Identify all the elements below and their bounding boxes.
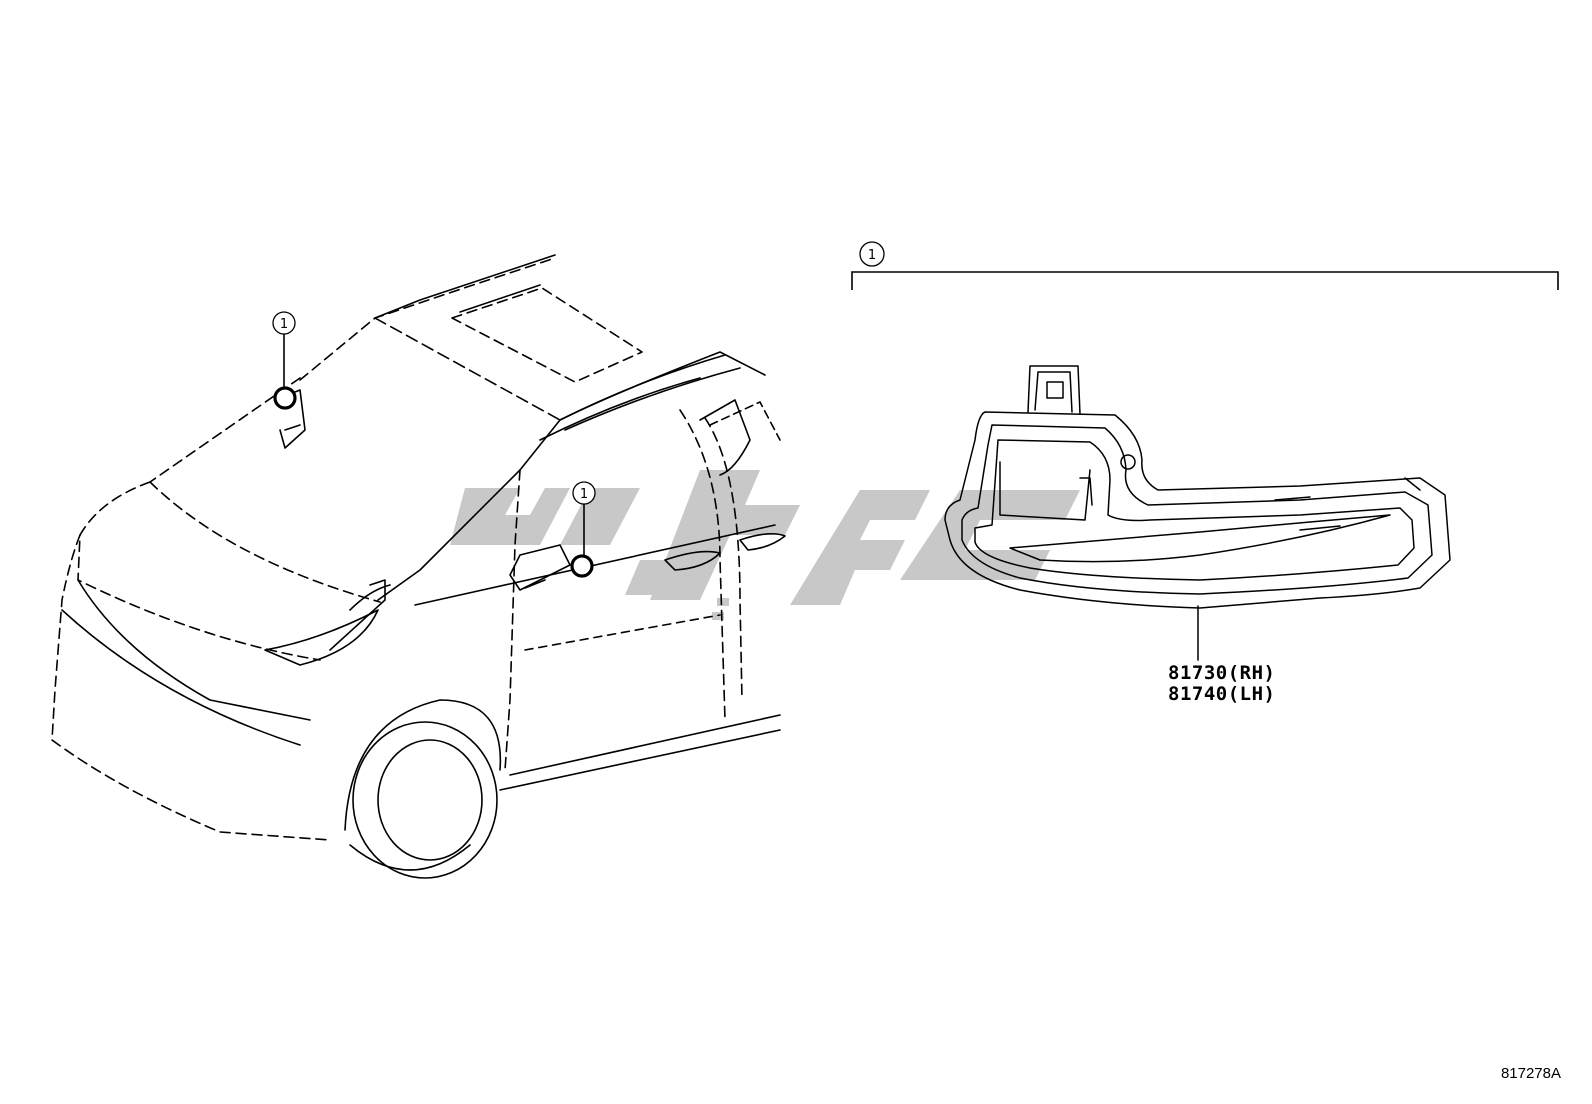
part-number-rh: 81730(RH) bbox=[1168, 662, 1275, 684]
callout-mirror: 1 bbox=[570, 481, 596, 578]
callout-windshield-label: 1 bbox=[280, 317, 288, 332]
callout-detail-label: 1 bbox=[868, 248, 876, 263]
callout-mirror-marker bbox=[570, 554, 594, 578]
watermark-logo bbox=[450, 470, 1080, 620]
callout-detail-circle bbox=[859, 241, 885, 267]
callout-mirror-circle bbox=[572, 481, 596, 505]
callout-detail: 1 bbox=[851, 241, 1559, 290]
detail-bracket bbox=[851, 271, 1559, 290]
turn-signal-lamp bbox=[944, 365, 1451, 661]
document-id: 817278A bbox=[1501, 1065, 1561, 1082]
callout-mirror-label: 1 bbox=[580, 487, 588, 502]
part-number-lh: 81740(LH) bbox=[1168, 683, 1275, 705]
callout-windshield-marker bbox=[273, 386, 297, 410]
callout-windshield: 1 bbox=[272, 311, 297, 410]
vehicle-outline bbox=[51, 254, 786, 879]
callout-windshield-circle bbox=[272, 311, 296, 335]
